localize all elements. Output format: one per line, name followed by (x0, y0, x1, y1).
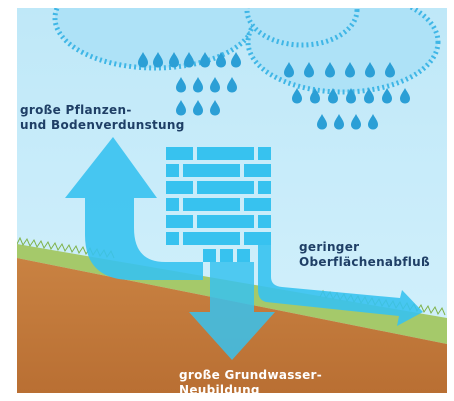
groundwater-arrow (189, 262, 275, 360)
runoff-label-line2: Oberflächenabfluß (299, 255, 430, 269)
runoff-arrow (258, 240, 423, 326)
evaporation-label-line1: große Pflanzen- (20, 103, 132, 117)
evaporation-arrow (65, 137, 203, 280)
runoff-label-line1: geringer (299, 240, 360, 254)
groundwater-label: große Grundwasser- Neubildung (179, 368, 322, 398)
groundwater-label-line2: Neubildung (179, 383, 260, 397)
infiltration-blocks (166, 147, 271, 262)
evaporation-label-line2: und Bodenverdunstung (20, 118, 185, 132)
evaporation-label: große Pflanzen- und Bodenverdunstung (20, 103, 185, 133)
runoff-label: geringer Oberflächenabfluß (299, 240, 430, 270)
groundwater-label-line1: große Grundwasser- (179, 368, 323, 382)
